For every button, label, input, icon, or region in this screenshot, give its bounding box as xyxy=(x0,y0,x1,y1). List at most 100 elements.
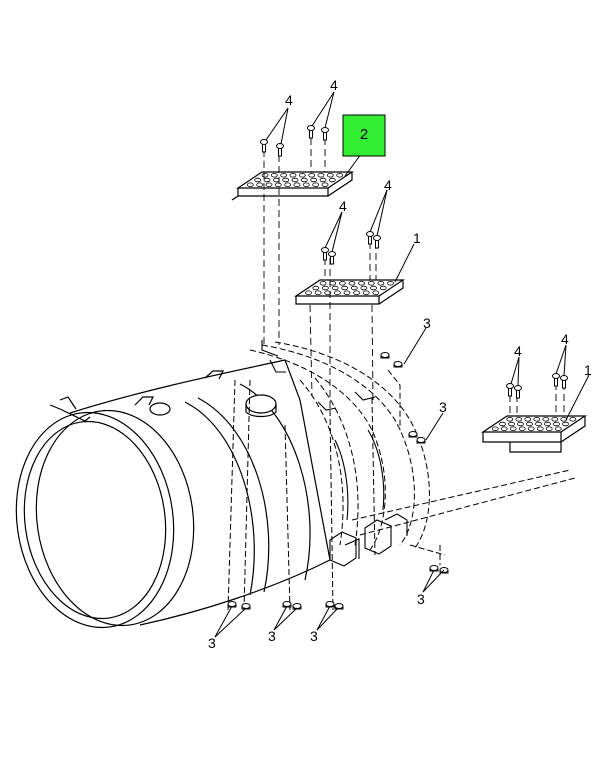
step-hole xyxy=(265,182,273,187)
step-top xyxy=(231,171,354,201)
step-hole xyxy=(350,285,358,291)
bolt xyxy=(307,125,315,139)
step-hole xyxy=(256,182,264,187)
step-hole xyxy=(341,285,349,291)
step-hole xyxy=(499,421,506,427)
callout-4: 4 xyxy=(514,343,522,359)
step-hole xyxy=(353,290,361,295)
step-hole xyxy=(377,281,385,286)
step-hole xyxy=(515,417,523,422)
step-hole xyxy=(500,426,508,431)
step-hole xyxy=(328,177,336,183)
callout-numbers: 4 4 4 4 1 3 3 4 4 1 3 3 3 3 xyxy=(208,77,592,651)
bolt xyxy=(373,235,381,249)
step-hole xyxy=(298,173,306,178)
step-hole xyxy=(517,421,524,427)
step-hole xyxy=(305,290,312,295)
step-hole xyxy=(291,177,299,183)
step-hole xyxy=(293,182,301,187)
callout-3: 3 xyxy=(439,399,447,415)
item-2-highlight[interactable]: 2 xyxy=(342,114,386,157)
step-hole xyxy=(524,417,532,422)
step-hole xyxy=(343,290,351,295)
step-hole xyxy=(314,290,322,295)
callout-4: 4 xyxy=(384,177,392,193)
callout-3: 3 xyxy=(417,591,425,607)
step-hole xyxy=(536,426,544,431)
step-hole xyxy=(518,426,526,431)
step-hole xyxy=(284,182,292,187)
step-hole xyxy=(338,281,346,286)
step-hole xyxy=(362,290,370,295)
step-hole xyxy=(535,421,542,427)
step-hole xyxy=(554,426,562,431)
fuel-tank xyxy=(15,359,331,629)
step-hole xyxy=(326,173,334,178)
step-hole xyxy=(308,173,316,178)
bolt xyxy=(506,383,514,397)
step-hole xyxy=(527,426,535,431)
step-right-holes xyxy=(491,417,577,431)
bolt xyxy=(276,143,284,157)
step-hole xyxy=(254,177,262,183)
step-hole xyxy=(246,182,254,187)
step-hole xyxy=(551,417,559,422)
step-hole xyxy=(545,426,553,431)
nuts xyxy=(227,352,449,610)
nut xyxy=(334,603,344,610)
bolts xyxy=(260,125,568,399)
step-hole xyxy=(282,177,290,183)
callout-3: 3 xyxy=(268,628,276,644)
step-top-holes xyxy=(246,173,344,187)
callout-1: 1 xyxy=(584,362,592,378)
bolt xyxy=(321,247,329,261)
step-hole xyxy=(321,182,329,187)
nut xyxy=(325,601,335,608)
step-hole xyxy=(358,281,366,286)
step-middle xyxy=(294,279,405,305)
nut xyxy=(393,361,403,368)
step-hole xyxy=(302,182,310,187)
step-hole xyxy=(289,173,297,178)
nut xyxy=(408,431,418,438)
callout-3: 3 xyxy=(208,635,216,651)
callout-4: 4 xyxy=(285,92,293,108)
bracket-solid-details xyxy=(261,340,408,567)
callout-4: 4 xyxy=(561,331,569,347)
step-hole xyxy=(312,182,320,187)
step-hole xyxy=(300,177,308,183)
step-hole xyxy=(324,290,332,295)
step-hole xyxy=(270,173,278,178)
bolt xyxy=(514,385,522,399)
bolt xyxy=(560,375,568,389)
step-hole xyxy=(387,281,394,286)
step-hole xyxy=(317,173,325,178)
step-hole xyxy=(274,182,282,187)
step-hole xyxy=(533,417,541,422)
step-hole xyxy=(542,417,550,422)
step-hole xyxy=(360,285,368,291)
step-hole xyxy=(336,173,344,178)
step-hole xyxy=(367,281,375,286)
step-hole xyxy=(491,426,499,431)
item-2-label: 2 xyxy=(360,126,368,143)
callout-3: 3 xyxy=(423,315,431,331)
bolt xyxy=(552,373,560,387)
bolt xyxy=(260,139,268,153)
bolt xyxy=(321,127,329,141)
step-hole xyxy=(261,173,269,178)
callout-4: 4 xyxy=(330,77,338,93)
nut xyxy=(380,352,390,359)
step-hole xyxy=(569,417,577,422)
step-hole xyxy=(526,421,533,427)
step-hole xyxy=(319,281,327,286)
bolt xyxy=(328,251,336,265)
step-hole xyxy=(321,285,329,291)
step-hole xyxy=(544,421,551,427)
step-hole xyxy=(508,421,515,427)
tank-bracket-assembly xyxy=(227,341,576,611)
step-hole xyxy=(333,290,341,295)
step-hole xyxy=(310,177,318,183)
